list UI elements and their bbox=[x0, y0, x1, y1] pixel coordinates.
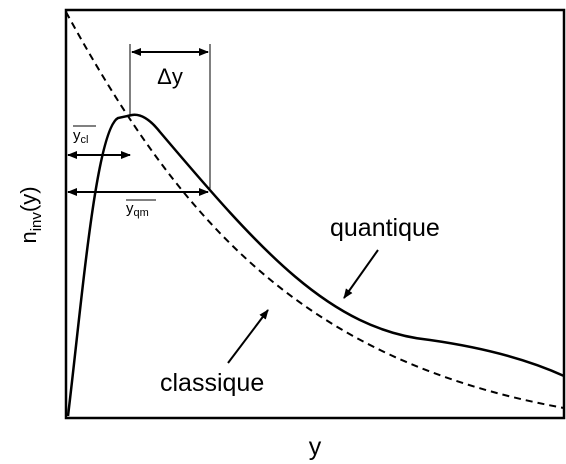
y-axis-base: n bbox=[16, 231, 41, 243]
delta-y-label: Δy bbox=[157, 64, 183, 89]
classical-pointer-arrow bbox=[227, 309, 269, 364]
y-cl-subscript: cl bbox=[81, 134, 89, 146]
quantum-curve bbox=[66, 113, 565, 417]
plot-frame bbox=[64, 8, 566, 420]
y-axis-subscript: inv bbox=[28, 212, 45, 232]
y-axis-label: ninv(y) bbox=[16, 186, 45, 243]
y-cl-label: ycl bbox=[73, 127, 88, 146]
y-qm-base: y bbox=[126, 200, 134, 217]
quantum-label: quantique bbox=[330, 214, 440, 242]
y-cl-base: y bbox=[73, 127, 81, 144]
x-axis-label: y bbox=[309, 433, 322, 461]
y-qm-subscript: qm bbox=[134, 207, 149, 219]
quantum-pointer-arrow bbox=[343, 249, 379, 299]
classical-label: classique bbox=[160, 369, 264, 397]
classical-curve bbox=[65, 11, 565, 409]
y-qm-label: yqm bbox=[126, 200, 149, 219]
y-axis-argument: (y) bbox=[16, 186, 41, 212]
